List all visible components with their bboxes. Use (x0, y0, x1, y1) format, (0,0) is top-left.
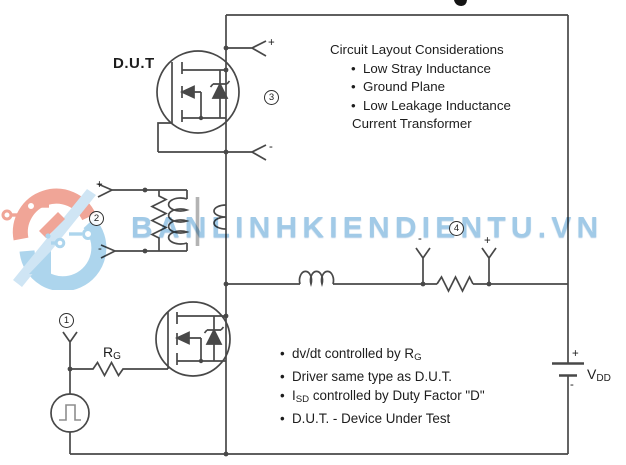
bullet-glyph: • (351, 79, 356, 94)
battery-plus-label: + (572, 348, 579, 360)
probe-3-minus-wire (251, 144, 267, 161)
probe-2-plus-label: + (96, 179, 103, 191)
cropped-title-fragment (454, 0, 467, 6)
burden-resistor (150, 190, 168, 251)
circled-ref-1: 1 (59, 313, 74, 328)
series-resistor (436, 275, 474, 293)
note-line: • D.U.T. - Device Under Test (280, 409, 485, 428)
circled-ref-2: 2 (89, 211, 104, 226)
note-text: Driver same type as D.U.T. (292, 369, 452, 385)
current-transformer (112, 189, 227, 252)
outer-loop-wires (70, 14, 569, 455)
driver-mosfet-symbol (155, 301, 231, 377)
probe-3-plus-label: + (268, 37, 275, 49)
test-conditions-notes: • dv/dt controlled by RG • Driver same typ… (280, 344, 485, 428)
dut-label: D.U.T (113, 55, 155, 72)
note-text: dv/dt controlled by R (292, 346, 415, 361)
circled-ref-3: 3 (264, 90, 279, 105)
note-subscript: SD (295, 394, 310, 406)
layout-considerations-notes: Circuit Layout Considerations • Low Stray… (330, 41, 511, 134)
bullet-glyph: • (351, 60, 356, 76)
note-text: Low Stray Inductance (363, 60, 491, 76)
note-text: controlled by Duty Factor "D" (309, 388, 485, 404)
pulse-waveform-glyph (59, 404, 81, 421)
battery-minus-label: - (570, 379, 574, 391)
junction-dots (67, 45, 492, 457)
probe-2-minus-label: - (98, 243, 102, 255)
load-inductor (298, 270, 335, 288)
note-line: • Low Leakage Inductance (330, 97, 511, 116)
pulse-generator (50, 369, 90, 454)
note-line: • ISD controlled by Duty Factor "D" (280, 386, 485, 409)
supply-voltage-label-sub: DD (596, 373, 611, 385)
note-line-continuation: Current Transformer (352, 116, 472, 131)
probe-2-plus-wire (97, 183, 113, 198)
dut-mosfet-symbol (156, 50, 240, 134)
dut-gate-source-loop (157, 122, 252, 153)
probe-2-minus-wire (100, 244, 116, 259)
probe-4-minus-wire (415, 247, 431, 284)
probe-1-wire (62, 331, 78, 369)
probe-4-plus-wire (481, 247, 497, 284)
note-subscript: G (414, 352, 422, 364)
gate-resistor-label-main: R (103, 344, 114, 360)
note-text: Ground Plane (363, 79, 446, 94)
bullet-glyph: • (280, 346, 285, 361)
supply-voltage-label: VDD (587, 366, 611, 384)
gate-resistor (70, 360, 168, 378)
gate-resistor-label: RG (103, 344, 121, 362)
probe-4-minus-label: - (418, 233, 422, 245)
note-text: D.U.T. - Device Under Test (292, 411, 451, 427)
note-line: • Low Stray Inductance (330, 60, 511, 79)
bullet-glyph: • (280, 411, 285, 427)
bullet-glyph: • (351, 97, 356, 113)
note-text: I (292, 388, 296, 404)
note-line: • Driver same type as D.U.T. (280, 367, 485, 386)
probe-4-plus-label: + (484, 235, 491, 247)
bullet-glyph: • (280, 369, 285, 385)
supply-voltage-label-main: V (587, 366, 597, 382)
note-line: • dv/dt controlled by RG (280, 344, 485, 367)
note-line: • Ground Plane (330, 78, 511, 97)
bullet-glyph: • (280, 388, 285, 404)
probe-3-minus-label: - (269, 141, 273, 153)
battery-vdd (552, 362, 584, 377)
circled-ref-4: 4 (449, 221, 464, 236)
probe-3-plus-wire (226, 40, 267, 57)
note-text: Low Leakage Inductance (363, 97, 511, 113)
gate-resistor-label-sub: G (113, 351, 121, 363)
notes-heading: Circuit Layout Considerations (330, 42, 504, 57)
